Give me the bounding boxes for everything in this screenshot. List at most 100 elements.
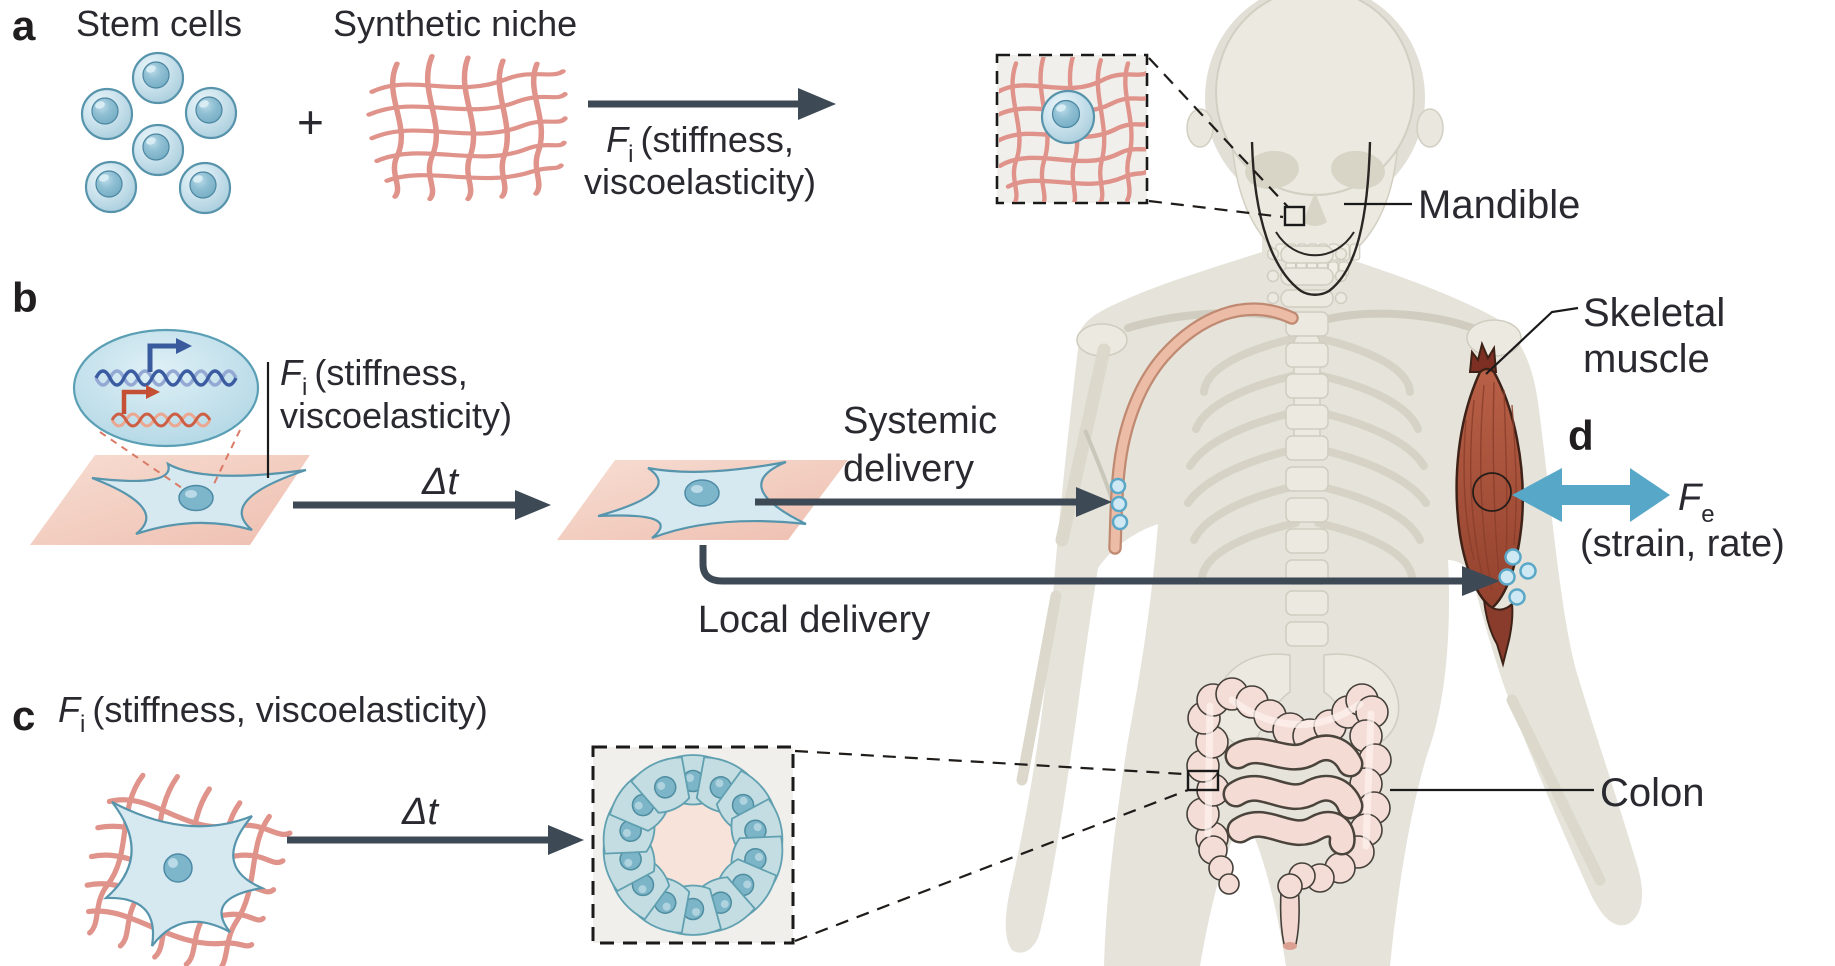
vertebra [1285,528,1329,554]
panel-a: a Stem cells + Synthetic niche Fi(stiffn… [12,2,1580,227]
fi-label-c: Fi(stiffness, viscoelasticity) [58,689,488,738]
fe-args-label: (strain, rate) [1580,523,1785,565]
rib-left [1186,408,1300,470]
panel-a-label: a [12,2,36,49]
panel-c: c Fi(stiffness, viscoelasticity) Δt Colo… [12,689,1705,966]
dna-blue [94,369,238,387]
rib-right [1314,445,1430,507]
rib-left [1192,371,1300,433]
panel-b: b Fi(stiffness, vis [12,274,1537,641]
fi-label-a-line1: Fi(stiffness, [606,119,794,168]
human-body-illustration [1005,0,1643,966]
delta-t-label-b: Δt [421,461,459,503]
local-delivery-label: Local delivery [698,599,930,641]
muscle-tendon-top [1468,340,1498,373]
fi-label-b-line2: viscoelasticity) [280,395,512,436]
small-intestine [1222,734,1364,856]
arrowhead-icon [798,88,836,120]
vertebra [1285,404,1329,430]
stem-cell [80,87,134,141]
skeletal-muscle-label-line1: Skeletal [1583,291,1725,335]
rib-right [1314,371,1422,433]
stem-cells-title: Stem cells [76,3,242,44]
mandible-label: Mandible [1418,183,1580,227]
skeletal-muscle-label-line2: muscle [1583,337,1710,381]
panel-b-label: b [12,274,38,321]
delta-t-arrow-b [293,490,551,520]
synthetic-niche-title: Synthetic niche [333,3,577,44]
arrowhead-icon [1076,487,1112,517]
mandible-outline [1250,141,1372,296]
organoid-cell [630,756,691,814]
rib-left [1190,482,1300,544]
ear-left [1186,108,1214,148]
colon-connector-dashes [794,749,1189,943]
organoid-inset-box [591,745,795,945]
panel-d-label: d [1568,412,1594,459]
muscle-tendon-bottom [1483,599,1514,668]
niche-inset-box [995,53,1149,205]
fi-label-a-line2: viscoelasticity) [584,161,816,202]
organoid-lumen [647,799,739,891]
vertebra [1285,497,1329,523]
synthetic-niche-fibers [369,56,565,199]
fi-label-b-line1: Fi(stiffness, [280,352,468,401]
plus-sign: + [297,96,324,148]
rib-left [1198,519,1300,581]
rib-right [1314,519,1416,581]
fe-label: Fe [1678,477,1715,528]
arrowhead-icon [1462,566,1500,596]
haustrum [1277,873,1303,899]
ear-right [1416,108,1444,148]
transcription-arrow-blue [147,343,176,372]
rib-left [1184,445,1300,507]
vertebra [1285,435,1329,461]
stem-cells-cluster [80,51,238,215]
spine [1285,311,1329,647]
arrowhead-icon [548,825,584,855]
muscle-zoom-circle [1472,472,1512,512]
systemic-delivery-arrow [755,487,1112,517]
inset-connector-dashes [1148,57,1289,219]
organoid-cell-ring [602,754,784,936]
vertebra [1285,466,1329,492]
neck-vertebra [1280,267,1334,286]
stem-cell [184,86,238,140]
arrowhead-icon [515,490,551,520]
ribcage [1184,334,1430,581]
eye-socket-right [1331,150,1385,190]
nose-aperture [1303,192,1327,226]
dna-red [110,412,212,428]
delta-t-label-c: Δt [401,791,439,833]
skeletal-muscle-leader-line [1485,306,1579,375]
local-delivery-arrow [699,545,1500,596]
eye-socket-left [1245,150,1299,190]
rib-right [1314,482,1424,544]
systemic-delivery-label-line2: delivery [843,448,974,490]
delta-t-arrow-c [287,825,584,855]
systemic-delivery-label-line1: Systemic [843,400,997,442]
cells-in-muscle [1498,548,1537,606]
rib-left [1200,334,1300,396]
vertebra [1285,590,1329,616]
colon-label: Colon [1600,771,1705,815]
vertebra [1285,342,1329,368]
colon-illustration [1186,677,1392,950]
vertebra [1285,621,1329,647]
stem-cell [178,161,232,215]
fe-double-arrow [1512,468,1670,522]
mandible-zoom-square [1283,205,1306,227]
skeletal-muscle-illustration [1455,340,1524,668]
stem-cell [84,160,138,214]
rectum-tip [1283,942,1297,950]
cells-in-vein [1109,477,1129,531]
vertebra [1285,373,1329,399]
rib-right [1314,408,1428,470]
nucleus-zoom-dashes [99,429,241,489]
transcription-arrow-red [121,389,146,414]
haustrum [1218,873,1240,895]
stem-cell [131,51,185,105]
rib-right [1314,334,1414,396]
